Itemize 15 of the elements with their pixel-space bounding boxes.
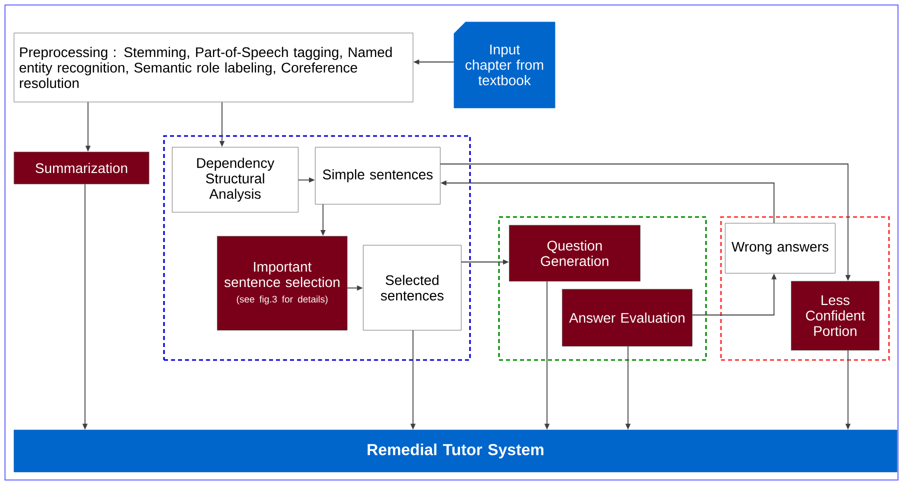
input-box: Input chapter from textbook [454,22,556,108]
process-box: Wrong answers [725,223,836,274]
system-bar: Remedial Tutor System [14,430,898,472]
process-box: Selected sentences [363,245,462,330]
process-box: Answer Evaluation [562,289,692,346]
process-box: Summarization [14,152,150,184]
process-box: Question Generation [509,225,640,282]
group-frame [720,216,890,361]
process-box: Simple sentences [315,147,440,204]
process-box: Dependency Structural Analysis [172,147,298,212]
process-box: Less Confident Portion [791,281,880,350]
group-frame [498,216,707,361]
group-frame [163,135,471,361]
process-box: Preprocessing : Stemming, Part-of-Speech tagging, Named entity recognition, Semantic role labeling, Coreference resolution [14,32,414,102]
process-box: Important sentence selection (see fig.3 for details) [217,236,348,330]
